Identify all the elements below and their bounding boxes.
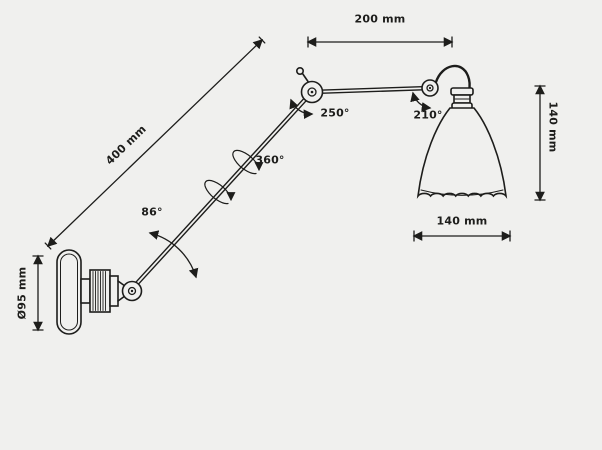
- upper-arm: [309, 85, 433, 95]
- angle-86-arrow: [148, 230, 199, 279]
- dim-140mm-width-label: 140 mm: [436, 214, 488, 228]
- dim-400mm-arrow: [44, 36, 266, 250]
- angle-360-label: 360°: [255, 153, 285, 167]
- angle-86-label: 86°: [141, 205, 163, 219]
- angle-210-arrow: [410, 91, 432, 112]
- dim-140mm-width-arrow: [412, 230, 512, 242]
- lamp-socket: [450, 87, 474, 110]
- dim-140mm-height-label: 140 mm: [546, 101, 560, 153]
- lamp-drawing: [56, 64, 508, 335]
- dim-140mm-height-arrow: [534, 84, 546, 202]
- dim-200mm-arrow: [306, 36, 454, 48]
- dim-95mm-arrow: [32, 254, 44, 332]
- dim-95mm-label: Ø95 mm: [15, 266, 29, 320]
- knurl-texture: [92, 271, 106, 311]
- shade-hook: [434, 64, 471, 93]
- wall-mount: [56, 249, 143, 335]
- dim-200mm-label: 200 mm: [354, 12, 406, 26]
- lower-arm: [127, 89, 315, 294]
- dimension-arrows: [32, 36, 546, 332]
- angle-250-label: 250°: [320, 106, 350, 120]
- angle-360-arrows: [204, 149, 264, 205]
- angle-210-label: 210°: [413, 108, 443, 122]
- elbow-joint: [295, 67, 324, 104]
- lamp-shade: [416, 107, 508, 199]
- angle-250-arrow: [289, 98, 314, 120]
